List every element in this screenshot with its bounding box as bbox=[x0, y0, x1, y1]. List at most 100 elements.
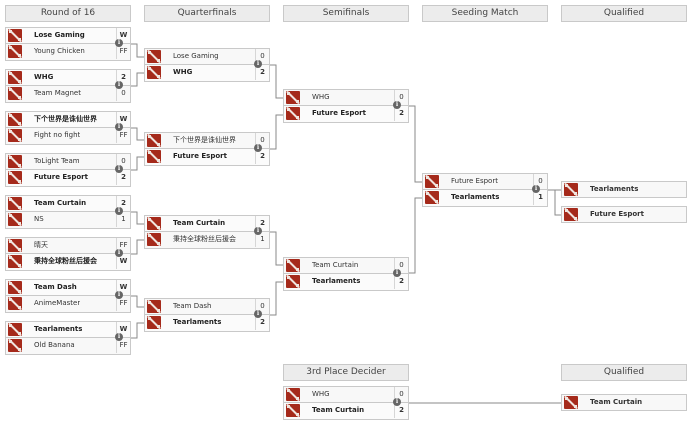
qualified-slot-1[interactable]: Tearlaments bbox=[561, 181, 687, 198]
match-info-icon[interactable]: i bbox=[115, 165, 123, 173]
match-info-icon[interactable]: i bbox=[393, 101, 401, 109]
team-name: 晴天 bbox=[34, 241, 48, 249]
team-score: 2 bbox=[255, 65, 269, 80]
team-logo-icon bbox=[147, 217, 161, 230]
match-info-icon[interactable]: i bbox=[115, 39, 123, 47]
team-name: ToLight Team bbox=[34, 157, 80, 165]
team-logo-icon bbox=[564, 183, 578, 196]
team-score: W bbox=[116, 280, 130, 295]
connector bbox=[270, 231, 283, 266]
connector bbox=[131, 156, 144, 171]
match-info-icon[interactable]: i bbox=[254, 310, 262, 318]
match-info-icon[interactable]: i bbox=[115, 249, 123, 257]
match-info-icon[interactable]: i bbox=[254, 227, 262, 235]
team-name: Team Magnet bbox=[34, 89, 81, 97]
match-info-icon[interactable]: i bbox=[393, 398, 401, 406]
team-logo-icon bbox=[286, 107, 300, 120]
qualified-slot-2[interactable]: Future Esport bbox=[561, 206, 687, 223]
match-info-icon[interactable]: i bbox=[254, 144, 262, 152]
team-logo-icon bbox=[8, 255, 22, 268]
connector bbox=[131, 295, 144, 308]
team-name: Team Curtain bbox=[34, 199, 87, 207]
team-logo-icon bbox=[286, 388, 300, 401]
team-logo-icon bbox=[286, 404, 300, 417]
team-logo-icon bbox=[147, 233, 161, 246]
team-name: Tearlaments bbox=[173, 318, 222, 326]
match-info-icon[interactable]: i bbox=[254, 60, 262, 68]
connector bbox=[548, 189, 561, 216]
team-name: Team Curtain bbox=[312, 261, 359, 269]
match-info-icon[interactable]: i bbox=[115, 207, 123, 215]
qualified-team-name: Future Esport bbox=[590, 210, 644, 218]
team-logo-icon bbox=[425, 175, 439, 188]
team-score: 2 bbox=[255, 216, 269, 231]
match-info-icon[interactable]: i bbox=[393, 269, 401, 277]
team-logo-icon bbox=[8, 155, 22, 168]
match-info-icon[interactable]: i bbox=[115, 333, 123, 341]
qualified-slot-3[interactable]: Team Curtain bbox=[561, 394, 687, 411]
team-score: FF bbox=[116, 338, 130, 353]
team-logo-icon bbox=[8, 213, 22, 226]
match-info-icon[interactable]: i bbox=[532, 185, 540, 193]
connector bbox=[270, 114, 283, 150]
match-info-icon[interactable]: i bbox=[115, 291, 123, 299]
match-info-icon[interactable]: i bbox=[115, 123, 123, 131]
team-score: FF bbox=[116, 296, 130, 311]
team-name: WHG bbox=[312, 93, 330, 101]
team-name: Team Curtain bbox=[312, 406, 365, 414]
team-score: 2 bbox=[116, 70, 130, 85]
match-info-icon[interactable]: i bbox=[115, 81, 123, 89]
team-score: W bbox=[116, 322, 130, 337]
